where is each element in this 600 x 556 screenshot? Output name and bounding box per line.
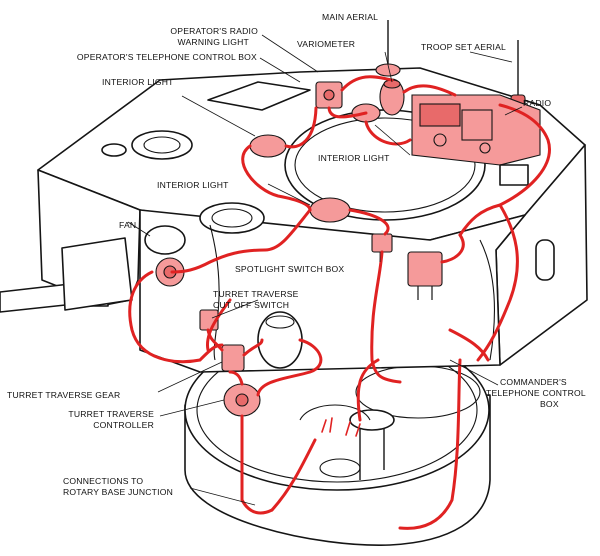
label-connections-to-rotary-base-junction-1: CONNECTIONS TO xyxy=(63,476,143,486)
turret-traverse-gear xyxy=(221,344,245,372)
label-radio: RADIO xyxy=(523,98,551,108)
label-turret-traverse-controller-2: CONTROLLER xyxy=(93,420,154,430)
gun-barrel xyxy=(0,237,133,313)
wiring-harness xyxy=(128,75,551,530)
label-operators-radio-warning-light-1: OPERATOR'S RADIO xyxy=(170,26,258,36)
label-interior-light-center: INTERIOR LIGHT xyxy=(318,153,390,163)
label-turret-traverse-cut-off-switch-2: CUT OFF SWITCH xyxy=(213,300,289,310)
label-interior-light-mid: INTERIOR LIGHT xyxy=(157,180,229,190)
interior-light-left xyxy=(249,134,287,158)
turret-traverse-controller xyxy=(223,383,261,417)
diagram-labels: MAIN AERIAL OPERATOR'S RADIO WARNING LIG… xyxy=(7,12,586,497)
radio-set xyxy=(411,94,541,186)
label-operators-telephone-control-box: OPERATOR'S TELEPHONE CONTROL BOX xyxy=(77,52,257,62)
label-interior-light-left: INTERIOR LIGHT xyxy=(102,77,174,87)
label-troop-set-aerial: TROOP SET AERIAL xyxy=(421,42,506,52)
label-turret-traverse-cut-off-switch-1: TURRET TRAVERSE xyxy=(213,289,299,299)
variometer xyxy=(379,78,405,116)
label-main-aerial: MAIN AERIAL xyxy=(322,12,378,22)
label-turret-traverse-controller-1: TURRET TRAVERSE xyxy=(68,409,154,419)
label-turret-traverse-gear: TURRET TRAVERSE GEAR xyxy=(7,390,120,400)
traverse-motor xyxy=(257,311,303,369)
label-spotlight-switch-box: SPOTLIGHT SWITCH BOX xyxy=(235,264,344,274)
fan xyxy=(144,225,186,287)
label-commanders-telephone-control-box-2: TELEPHONE CONTROL xyxy=(486,388,586,398)
commanders-telephone-control-box xyxy=(407,251,443,300)
label-operators-radio-warning-light-2: WARNING LIGHT xyxy=(177,37,249,47)
leader-lines xyxy=(127,22,523,506)
label-commanders-telephone-control-box-1: COMMANDER'S xyxy=(500,377,567,387)
label-connections-to-rotary-base-junction-2: ROTARY BASE JUNCTION xyxy=(63,487,173,497)
interior-light-mid xyxy=(309,197,351,223)
rotary-base-junction xyxy=(299,404,371,421)
operators-radio-warning-light xyxy=(315,81,343,109)
label-variometer: VARIOMETER xyxy=(297,39,355,49)
label-fan: FAN xyxy=(119,220,136,230)
commanders-seat xyxy=(349,409,395,480)
spotlight-switch-box xyxy=(371,233,393,253)
label-commanders-telephone-control-box-3: BOX xyxy=(540,399,559,409)
